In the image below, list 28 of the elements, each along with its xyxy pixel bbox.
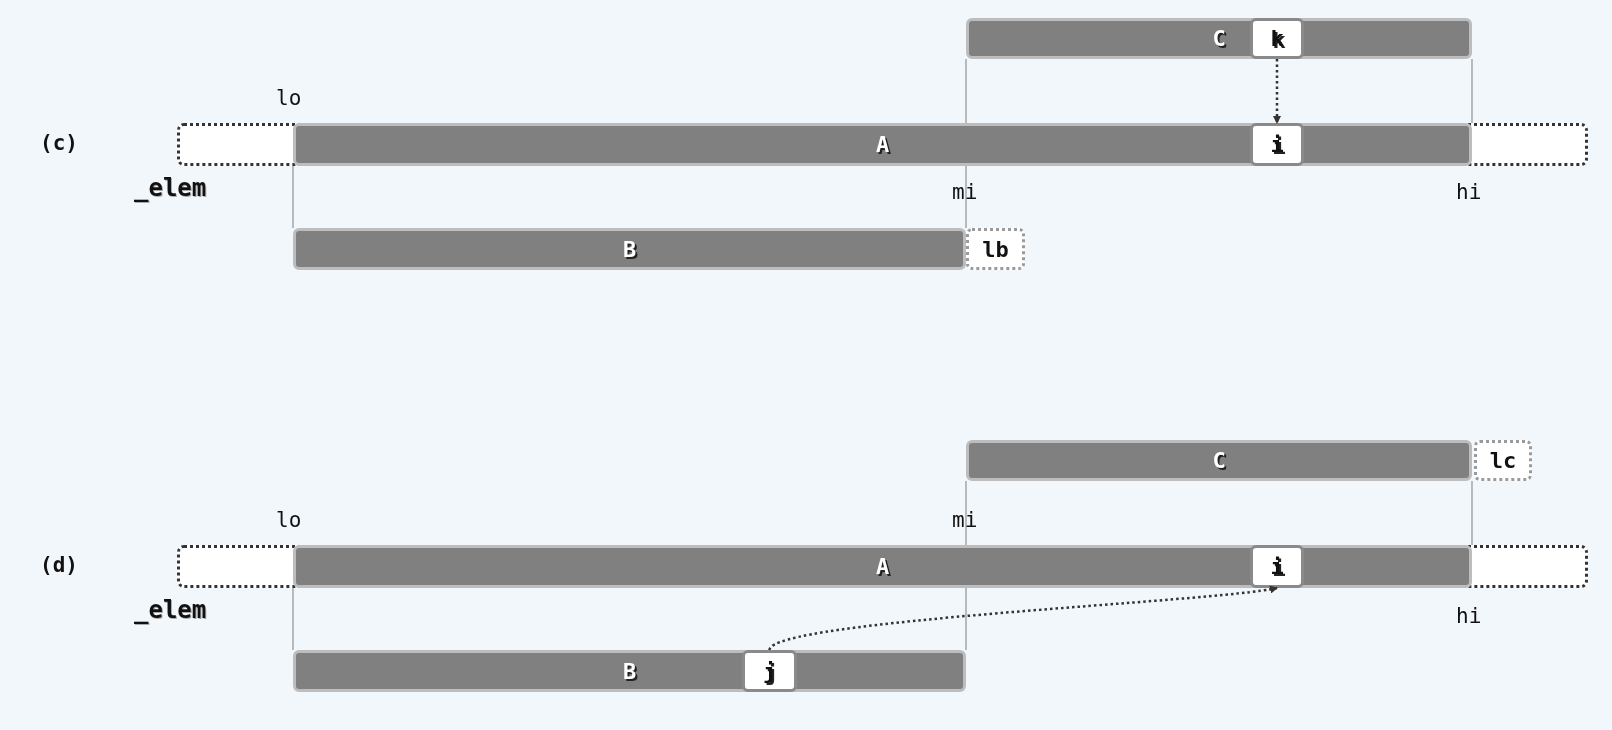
index-cell: lb xyxy=(966,228,1025,270)
array-bar: C xyxy=(966,440,1472,481)
array-bar xyxy=(966,18,1472,59)
bound-label: hi xyxy=(1456,180,1482,204)
bar-label: A xyxy=(875,132,890,157)
index-cell: k xyxy=(1250,18,1304,59)
bound-label: lo xyxy=(276,86,302,110)
panel-label: (c) xyxy=(40,131,78,155)
bound-label: mi xyxy=(952,180,978,204)
index-cell: i xyxy=(1250,545,1304,588)
bar-label: C xyxy=(1212,26,1226,51)
array-bar: B xyxy=(293,228,966,270)
bound-label: lo xyxy=(276,508,302,532)
arrow xyxy=(768,585,1278,651)
index-cell: i xyxy=(1250,123,1304,166)
bar-label: A xyxy=(875,554,890,579)
array-bar xyxy=(293,545,1472,588)
bar-label: B xyxy=(622,658,637,684)
bound-label: hi xyxy=(1456,604,1482,628)
bound-label: mi xyxy=(952,508,978,532)
arrow xyxy=(1273,59,1281,124)
panel-label: (d) xyxy=(40,553,78,577)
index-cell: lc xyxy=(1474,440,1532,481)
array-bar xyxy=(293,123,1472,166)
array-bar xyxy=(293,650,966,692)
index-cell: j xyxy=(742,650,797,692)
array-name: _elem xyxy=(134,174,207,202)
array-name: _elem xyxy=(134,596,207,624)
